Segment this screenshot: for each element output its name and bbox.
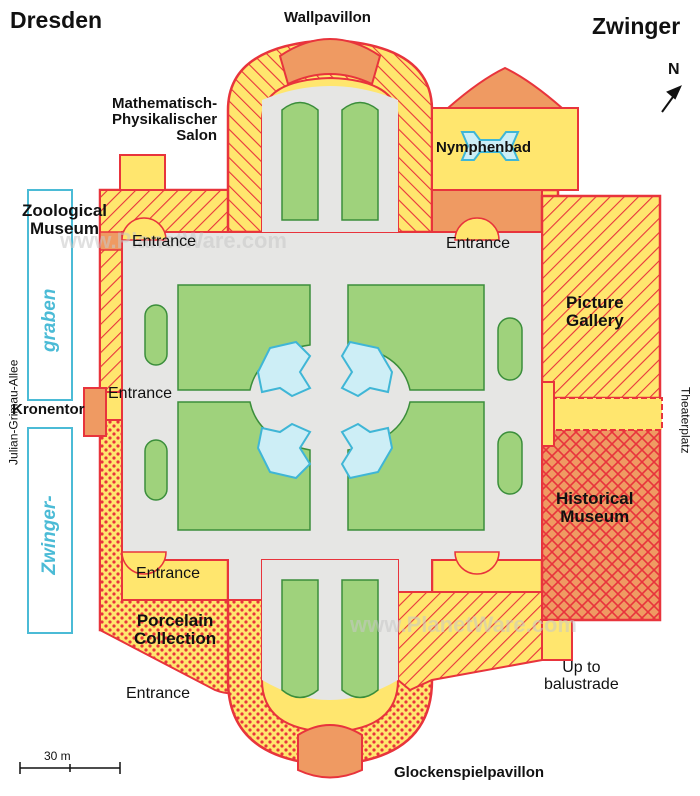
entrance-s-label: Entrance — [126, 685, 191, 702]
city-title: Dresden — [10, 7, 103, 33]
south-east-wing — [397, 591, 543, 692]
nymphenbad-grotto — [445, 66, 565, 109]
entrance-w-label: Entrance — [108, 385, 173, 402]
picture-gallery-label: Picture Gallery — [566, 293, 624, 330]
entrance-nw-label: Entrance — [132, 233, 197, 250]
wallpavillon-label: Wallpavillon — [284, 9, 371, 26]
historical-museum-wing — [540, 400, 662, 622]
watermark-1: www.PlanetWare.com — [60, 228, 287, 253]
theaterplatz-label: Theaterplatz — [678, 386, 693, 454]
kronentor-label: Kronentor — [12, 401, 85, 418]
watermark-2: www.PlanetWare.com — [350, 612, 577, 637]
entrance-ne-label: Entrance — [446, 235, 511, 252]
theatre-gate — [541, 397, 663, 431]
moat-upper-label: graben — [39, 288, 61, 352]
glockenspielpavillon-label: Glockenspielpavillon — [394, 764, 545, 781]
historical-museum-label: Historical Museum — [556, 489, 634, 526]
kronentor-gate — [83, 387, 107, 437]
balustrade-stair — [541, 619, 573, 661]
glockenspielpavillon — [297, 724, 363, 779]
moat-upper — [27, 189, 73, 401]
north-arrow — [661, 85, 682, 113]
moat-lower — [27, 427, 73, 634]
wallpavillon — [278, 38, 382, 86]
entrance-sw-label: Entrance — [136, 565, 201, 582]
moat-lower-label: Zwinger- — [39, 495, 61, 575]
nymphenbad-pool — [460, 131, 520, 161]
balustrade-label: Up to balustrade — [544, 659, 619, 693]
compass-label: N — [668, 61, 680, 78]
zoological-museum-label: Zoological Museum — [22, 201, 107, 238]
picture-gallery-wing — [540, 194, 662, 400]
site-title: Zwinger — [592, 13, 681, 39]
julian-grimau-allee-label: Julian-Grimau-Allee — [6, 359, 21, 465]
scale-label: 30 m — [44, 749, 71, 763]
nymphenbad-label: Nymphenbad — [436, 139, 532, 156]
salon-label: Mathematisch- Physikalischer Salon — [112, 95, 218, 144]
fountain-pools — [256, 340, 394, 480]
scale-bar — [19, 762, 121, 774]
salon-annex — [119, 154, 166, 191]
corner-niches — [121, 217, 500, 575]
gardens — [144, 101, 523, 699]
porcelain-collection-label: Porcelain Collection — [134, 611, 217, 648]
